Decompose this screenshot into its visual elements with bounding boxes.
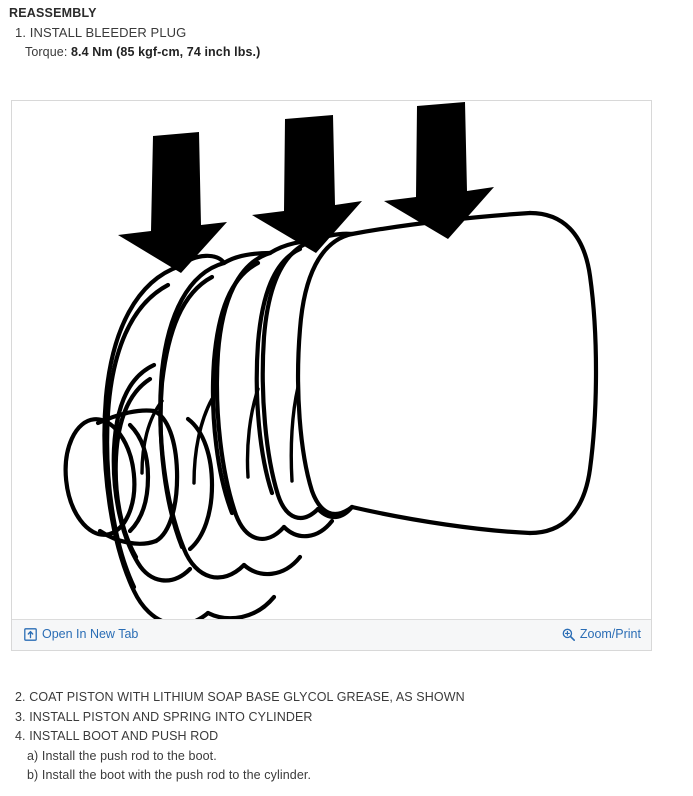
procedure-substep-b: b) Install the boot with the push rod to… xyxy=(27,768,312,782)
boot-upper-arc-4 xyxy=(309,231,355,244)
pressure-arrow-2 xyxy=(252,115,362,253)
figure-illustration xyxy=(12,101,651,619)
open-in-new-tab-button[interactable]: Open In New Tab xyxy=(24,627,138,642)
procedure-substep-a: a) Install the push rod to the boot. xyxy=(27,748,217,763)
boot-lower-arc-2 xyxy=(241,554,303,577)
arrow-group xyxy=(118,102,494,273)
boot-highlight-2 xyxy=(192,397,214,485)
cylinder-right-cap xyxy=(527,210,599,536)
boot-highlight-3 xyxy=(245,387,260,479)
figure-panel: Open In New Tab Zoom/Print xyxy=(11,100,652,651)
procedure-step-4: 4. INSTALL BOOT AND PUSH ROD xyxy=(15,729,219,743)
procedure-top-text: REASSEMBLY 1. INSTALL BLEEDER PLUG Torqu… xyxy=(0,0,693,61)
torque-value: 8.4 Nm (85 kgf-cm, 74 inch lbs.) xyxy=(70,45,261,59)
boot-ring-a-outer xyxy=(260,238,321,520)
boot-ring-c-inner xyxy=(158,274,215,550)
boot-lower-arc-1 xyxy=(205,594,277,619)
cylinder-top-edge xyxy=(349,210,533,237)
boot-ring-b-inner xyxy=(210,260,261,516)
torque-label: Torque: xyxy=(25,45,68,59)
boot-highlight-1 xyxy=(140,399,164,475)
pressure-arrow-3 xyxy=(384,102,494,239)
boot-step-ring-inner xyxy=(113,376,153,560)
procedure-bottom-text: 2. COAT PISTON WITH LITHIUM SOAP BASE GL… xyxy=(0,688,693,786)
boot-push-rod-line-art xyxy=(12,101,651,619)
push-rod-shoulder-body xyxy=(151,408,180,544)
boot-upper-arc-1 xyxy=(177,253,227,269)
procedure-step-1: 1. INSTALL BLEEDER PLUG xyxy=(15,25,187,40)
boot-lower-arc-3 xyxy=(281,518,335,539)
cylinder-bottom-edge xyxy=(349,504,533,536)
push-rod-tip-edge xyxy=(127,422,151,534)
open-in-new-tab-icon xyxy=(24,628,37,641)
push-rod-tip-face xyxy=(63,417,137,537)
boot-upper-arc-3 xyxy=(267,238,315,256)
boot-outline-group xyxy=(63,210,599,619)
boot-upper-arc-2 xyxy=(221,250,273,266)
procedure-step-3: 3. INSTALL PISTON AND SPRING INTO CYLIND… xyxy=(15,709,313,724)
pressure-arrow-1 xyxy=(118,132,227,273)
inner-shoulder-arc xyxy=(185,416,215,552)
boot-lower-arc-4 xyxy=(315,504,355,520)
boot-outer-ring-inner xyxy=(105,282,171,590)
open-in-new-tab-label: Open In New Tab xyxy=(42,627,139,641)
figure-toolbar: Open In New Tab Zoom/Print xyxy=(12,619,651,650)
procedure-step-2: 2. COAT PISTON WITH LITHIUM SOAP BASE GL… xyxy=(15,690,465,704)
boot-ring-a-inner xyxy=(254,246,303,496)
zoom-print-button[interactable]: Zoom/Print xyxy=(562,627,641,642)
torque-spec: Torque: 8.4 Nm (85 kgf-cm, 74 inch lbs.) xyxy=(0,41,693,61)
zoom-print-label: Zoom/Print xyxy=(579,627,641,641)
magnifier-plus-icon xyxy=(562,628,575,641)
boot-highlight-4 xyxy=(289,385,300,483)
page-title: REASSEMBLY xyxy=(9,6,97,20)
